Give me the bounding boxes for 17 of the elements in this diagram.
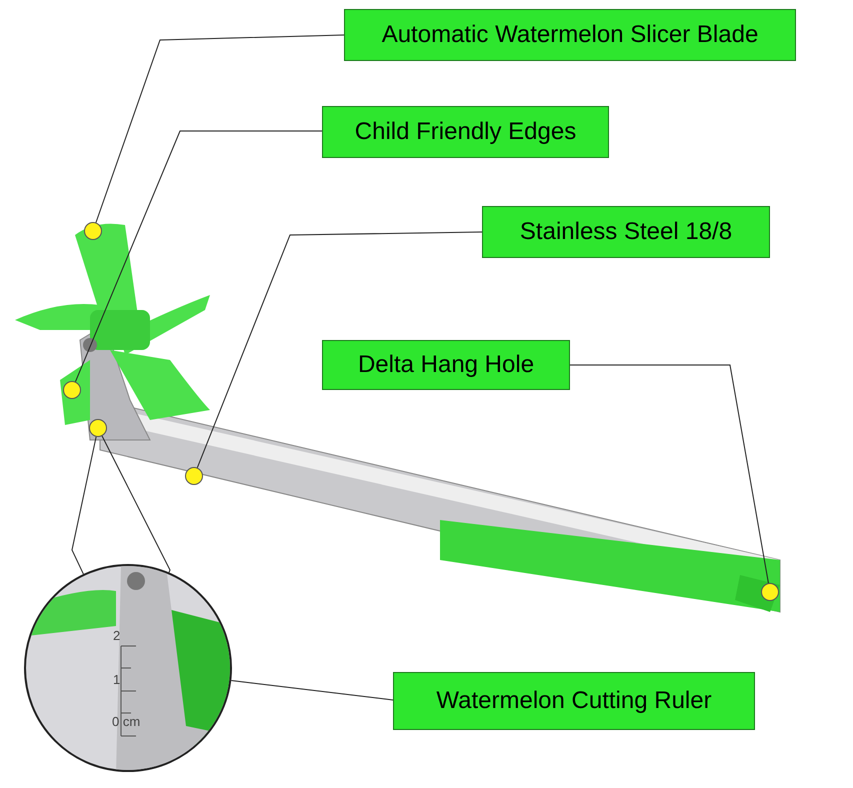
callout-label: Watermelon Cutting Ruler: [393, 672, 755, 730]
leader-line: [230, 680, 394, 700]
ruler-scale-number: 1: [113, 672, 120, 687]
leader-line: [74, 130, 322, 382]
leader-line: [570, 364, 769, 584]
callout-dot: [185, 467, 203, 485]
callout-dot: [84, 222, 102, 240]
leader-line: [95, 34, 344, 223]
leader-line: [196, 232, 482, 468]
ruler-scale-number: 2: [113, 628, 120, 643]
callout-label: Child Friendly Edges: [322, 106, 609, 158]
callout-label: Delta Hang Hole: [322, 340, 570, 390]
leader-line: [71, 436, 97, 575]
ruler-scale-number: 0 cm: [112, 714, 140, 729]
callout-label: Automatic Watermelon Slicer Blade: [344, 9, 796, 61]
leader-line: [102, 436, 171, 573]
callout-label: Stainless Steel 18/8: [482, 206, 770, 258]
